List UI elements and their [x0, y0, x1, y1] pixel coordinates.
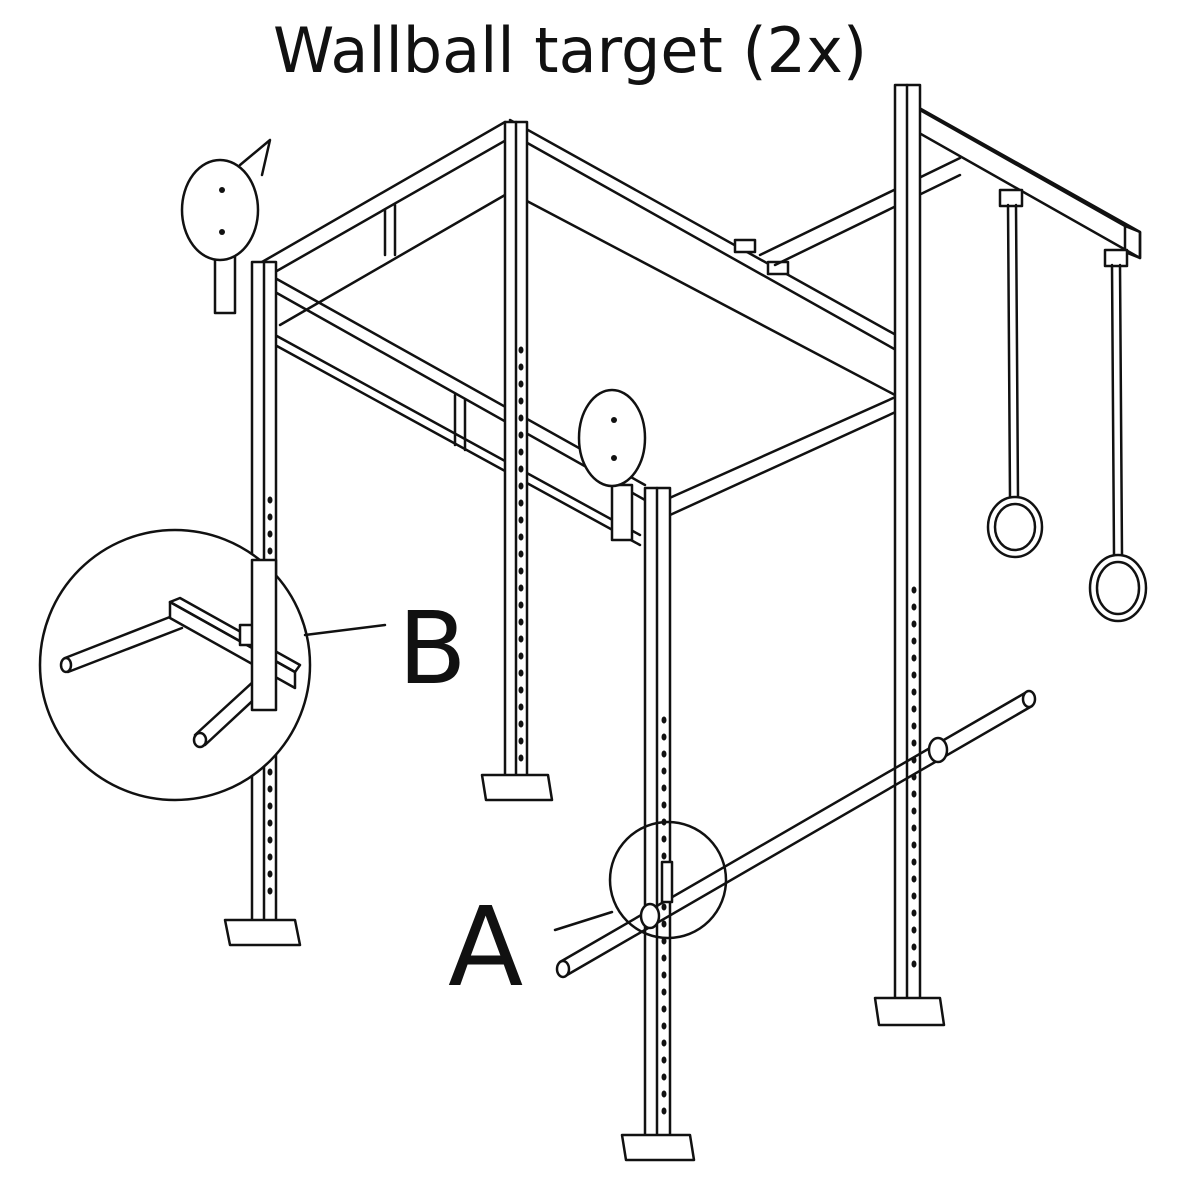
post-hole	[661, 988, 667, 996]
post-hole	[911, 790, 917, 798]
post-hole	[911, 654, 917, 662]
post-hole	[518, 533, 524, 541]
post-hole	[911, 705, 917, 713]
post-middle	[480, 120, 554, 802]
post-hole	[267, 887, 273, 895]
post-hole	[911, 586, 917, 594]
post-hole	[661, 1073, 667, 1081]
post-hole	[518, 380, 524, 388]
post-hole	[911, 943, 917, 951]
post-hole	[518, 482, 524, 490]
post-hole	[911, 807, 917, 815]
post-hole	[911, 637, 917, 645]
post-hole	[518, 584, 524, 592]
post-hole	[911, 875, 917, 883]
post-hole	[661, 750, 667, 758]
post-hole	[267, 496, 273, 504]
post-hole	[911, 858, 917, 866]
barbell	[555, 689, 1037, 979]
post-hole	[661, 1039, 667, 1047]
post-hole	[911, 926, 917, 934]
post-right	[873, 83, 946, 1027]
title-label: Wallball target (2x)	[273, 14, 867, 87]
wallball-target-left	[180, 138, 272, 262]
post-hole	[911, 739, 917, 747]
post-hole	[267, 836, 273, 844]
post-hole	[911, 909, 917, 917]
post-hole	[661, 903, 667, 911]
post-hole	[911, 960, 917, 968]
post-hole	[518, 363, 524, 371]
post-hole	[518, 567, 524, 575]
post-hole	[518, 686, 524, 694]
post-hole	[518, 669, 524, 677]
post-hole	[518, 499, 524, 507]
post-hole	[518, 448, 524, 456]
post-hole	[661, 954, 667, 962]
post-hole	[267, 513, 273, 521]
post-hole	[518, 346, 524, 354]
post-hole	[661, 1107, 667, 1115]
wallball-target-right	[577, 388, 647, 488]
post-hole	[518, 754, 524, 762]
post-hole	[518, 601, 524, 609]
post-hole	[661, 733, 667, 741]
post-hole	[518, 703, 524, 711]
post-hole	[661, 1056, 667, 1064]
post-hole	[518, 635, 524, 643]
post-hole	[911, 722, 917, 730]
post-hole	[518, 737, 524, 745]
post-hole	[911, 892, 917, 900]
post-hole	[267, 768, 273, 776]
detail-a	[553, 820, 728, 940]
ring-beam	[903, 98, 1142, 268]
post-hole	[518, 652, 524, 660]
post-hole	[661, 801, 667, 809]
post-hole	[661, 971, 667, 979]
post-hole	[267, 819, 273, 827]
post-hole	[518, 465, 524, 473]
post-hole	[518, 720, 524, 728]
post-hole	[661, 920, 667, 928]
post-hole	[661, 1005, 667, 1013]
post-hole	[518, 618, 524, 626]
post-hole	[661, 767, 667, 775]
post-hole	[518, 516, 524, 524]
detail-b	[38, 528, 387, 802]
post-hole	[518, 414, 524, 422]
post-hole	[661, 716, 667, 724]
post-hole	[661, 1090, 667, 1098]
post-hole	[911, 841, 917, 849]
post-hole	[267, 530, 273, 538]
post-hole	[911, 603, 917, 611]
post-hole	[911, 671, 917, 679]
post-hole	[911, 620, 917, 628]
post-hole	[661, 1022, 667, 1030]
post-hole	[518, 550, 524, 558]
gymnastic-rings	[986, 203, 1148, 623]
post-hole	[661, 937, 667, 945]
post-hole	[267, 853, 273, 861]
post-hole	[518, 431, 524, 439]
post-hole	[267, 785, 273, 793]
post-hole	[661, 835, 667, 843]
callout-b: B	[398, 590, 467, 707]
callout-a: A	[448, 883, 523, 1011]
post-hole	[267, 870, 273, 878]
post-hole	[911, 824, 917, 832]
top-frame	[260, 118, 962, 547]
post-hole	[661, 784, 667, 792]
post-front	[610, 483, 696, 1162]
post-hole	[267, 802, 273, 810]
post-hole	[267, 547, 273, 555]
post-hole	[911, 688, 917, 696]
post-hole	[661, 852, 667, 860]
post-hole	[518, 397, 524, 405]
